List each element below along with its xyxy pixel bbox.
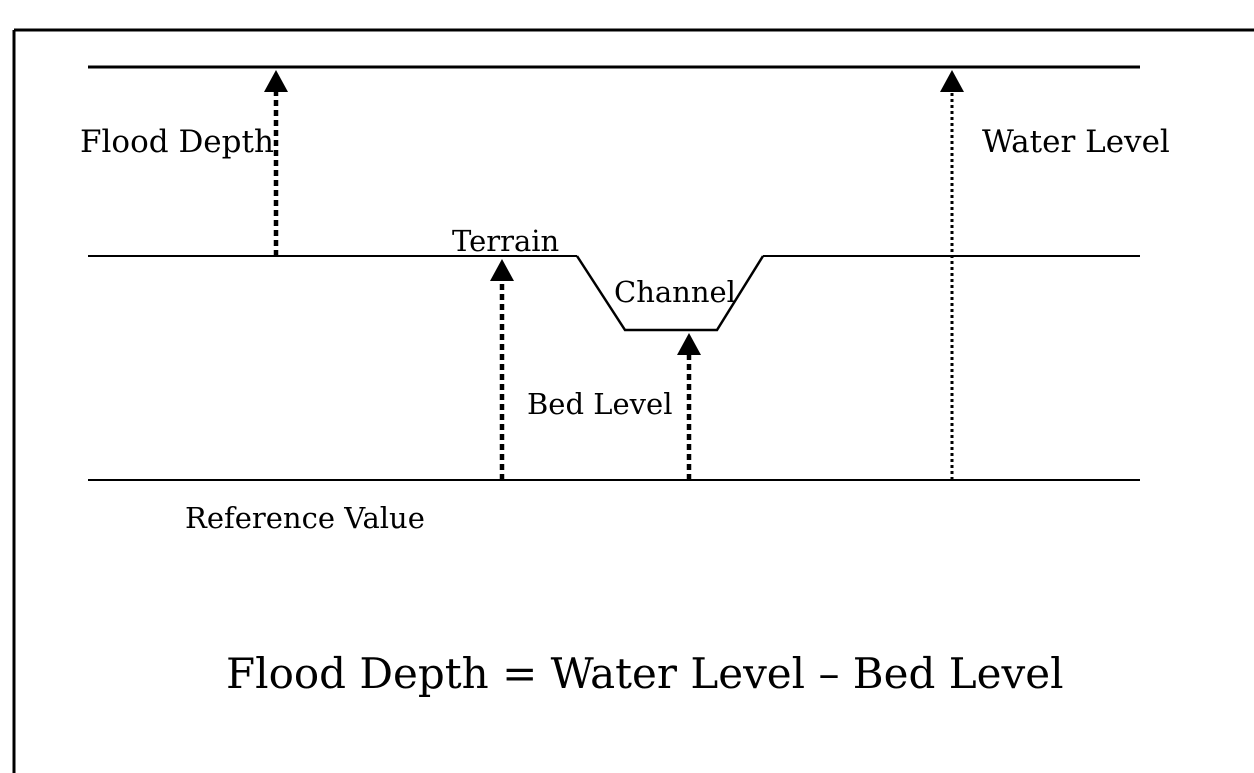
- water-level-arrow: [940, 70, 964, 480]
- terrain-arrow: [490, 259, 514, 480]
- flood-depth-label: Flood Depth: [80, 124, 274, 160]
- bed-level-arrow: [677, 333, 701, 480]
- channel-label: Channel: [614, 275, 736, 309]
- terrain-label: Terrain: [452, 224, 559, 258]
- flood-depth-arrow: [264, 70, 288, 256]
- bed-level-label: Bed Level: [527, 387, 673, 421]
- water-level-label: Water Level: [982, 124, 1170, 160]
- reference-value-label: Reference Value: [185, 501, 425, 535]
- channel-shape: [575, 255, 765, 332]
- frame: [12, 28, 1254, 773]
- formula-text: Flood Depth = Water Level – Bed Level: [226, 649, 1064, 698]
